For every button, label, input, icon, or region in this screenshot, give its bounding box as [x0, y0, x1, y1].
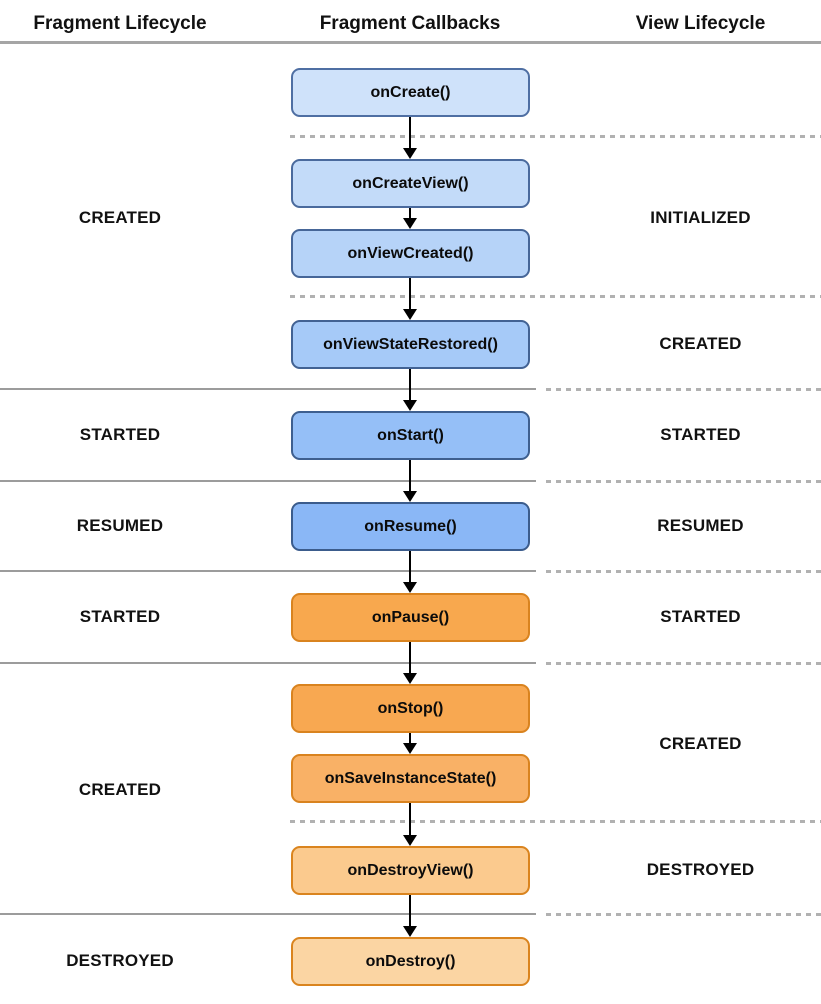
flow-arrow-down-icon [403, 642, 417, 684]
fragment-state-label-created: CREATED [78, 780, 162, 799]
column-header-view-lifecycle: View Lifecycle [635, 13, 766, 34]
flow-arrow-down-icon [403, 208, 417, 229]
fragment-state-label-started: STARTED [79, 607, 161, 626]
fragment-state-label-created: CREATED [78, 208, 162, 227]
fragment-state-label-started: STARTED [79, 425, 161, 444]
view-state-divider-dashed [546, 570, 821, 573]
callback-box-ondestroy: onDestroy() [291, 937, 530, 986]
callback-box-oncreate: onCreate() [291, 68, 530, 117]
flow-arrow-down-icon [403, 551, 417, 593]
fragment-state-divider [0, 388, 536, 390]
view-state-divider-dashed [546, 388, 821, 391]
header-divider-line [0, 41, 821, 44]
view-state-divider-dashed [546, 913, 821, 916]
fragment-state-divider [0, 913, 536, 915]
fragment-state-label-resumed: RESUMED [76, 516, 164, 535]
view-state-divider-dashed [546, 480, 821, 483]
view-state-label-destroyed: DESTROYED [646, 860, 755, 879]
fragment-state-divider [0, 662, 536, 664]
view-state-divider-dashed [290, 135, 821, 138]
column-header-fragment-callbacks: Fragment Callbacks [319, 13, 501, 34]
flow-arrow-down-icon [403, 369, 417, 411]
callback-box-oncreateview: onCreateView() [291, 159, 530, 208]
callback-box-onpause: onPause() [291, 593, 530, 642]
view-state-divider-dashed [546, 662, 821, 665]
view-state-label-started: STARTED [660, 607, 741, 626]
fragment-state-label-destroyed: DESTROYED [66, 951, 174, 970]
callback-box-onstop: onStop() [291, 684, 530, 733]
flow-arrow-down-icon [403, 803, 417, 846]
callback-box-ondestroyview: onDestroyView() [291, 846, 530, 895]
flow-arrow-down-icon [403, 895, 417, 937]
view-state-label-initialized: INITIALIZED [650, 208, 751, 227]
flow-arrow-down-icon [403, 278, 417, 320]
callback-box-onresume: onResume() [291, 502, 530, 551]
fragment-state-divider [0, 480, 536, 482]
view-state-label-created: CREATED [659, 734, 742, 753]
callback-box-onsaveinstancestate: onSaveInstanceState() [291, 754, 530, 803]
callback-box-onviewstaterestored: onViewStateRestored() [291, 320, 530, 369]
view-state-label-created: CREATED [659, 334, 742, 353]
view-state-divider-dashed [290, 295, 821, 298]
flow-arrow-down-icon [403, 460, 417, 502]
callback-box-onstart: onStart() [291, 411, 530, 460]
callback-box-onviewcreated: onViewCreated() [291, 229, 530, 278]
view-state-label-started: STARTED [660, 425, 741, 444]
fragment-state-divider [0, 570, 536, 572]
view-state-label-resumed: RESUMED [657, 516, 744, 535]
view-state-divider-dashed [290, 820, 821, 823]
column-header-fragment-lifecycle: Fragment Lifecycle [33, 13, 207, 34]
flow-arrow-down-icon [403, 117, 417, 159]
flow-arrow-down-icon [403, 733, 417, 754]
